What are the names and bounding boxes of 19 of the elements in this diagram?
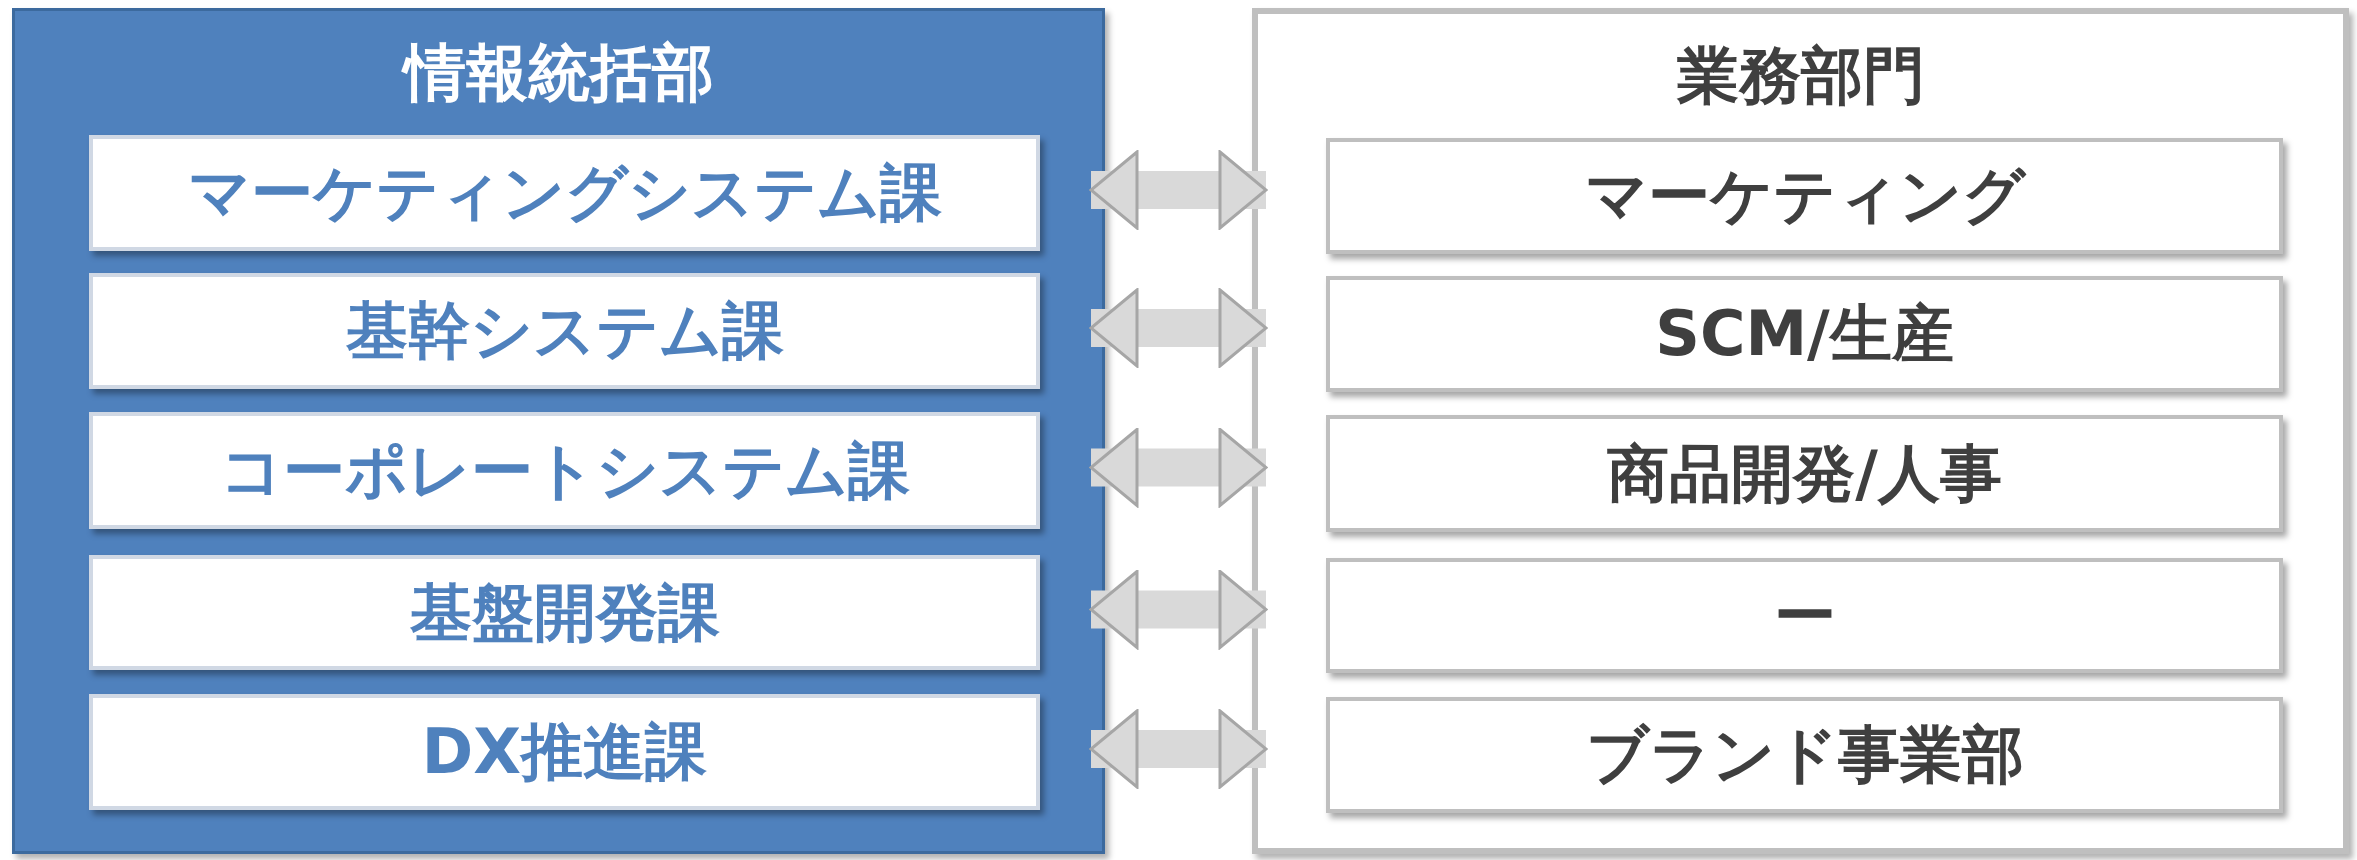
label-box: コーポレートシステム課 — [89, 412, 1040, 529]
double-arrow — [1089, 570, 1268, 649]
label-box: マーケティングシステム課 — [89, 135, 1040, 251]
label-box: 基幹システム課 — [89, 273, 1040, 389]
panel-title: 情報統括部 — [400, 35, 715, 111]
group-panel — [1252, 8, 2349, 854]
label-box: 基盤開発課 — [89, 555, 1040, 670]
double-arrow — [1089, 709, 1268, 789]
double-arrow — [1089, 150, 1268, 230]
label-box: DX推進課 — [89, 694, 1040, 810]
label-box: ー — [1326, 558, 2283, 673]
label-box: ブランド事業部 — [1326, 697, 2283, 813]
label-box: 商品開発/人事 — [1326, 415, 2283, 532]
double-arrow — [1089, 428, 1268, 507]
label-box: マーケティング — [1326, 138, 2283, 254]
department-panel — [12, 8, 1105, 854]
double-arrow — [1089, 288, 1268, 368]
label-box: SCM/生産 — [1326, 276, 2283, 392]
panel-title: 業務部門 — [1675, 38, 1926, 114]
